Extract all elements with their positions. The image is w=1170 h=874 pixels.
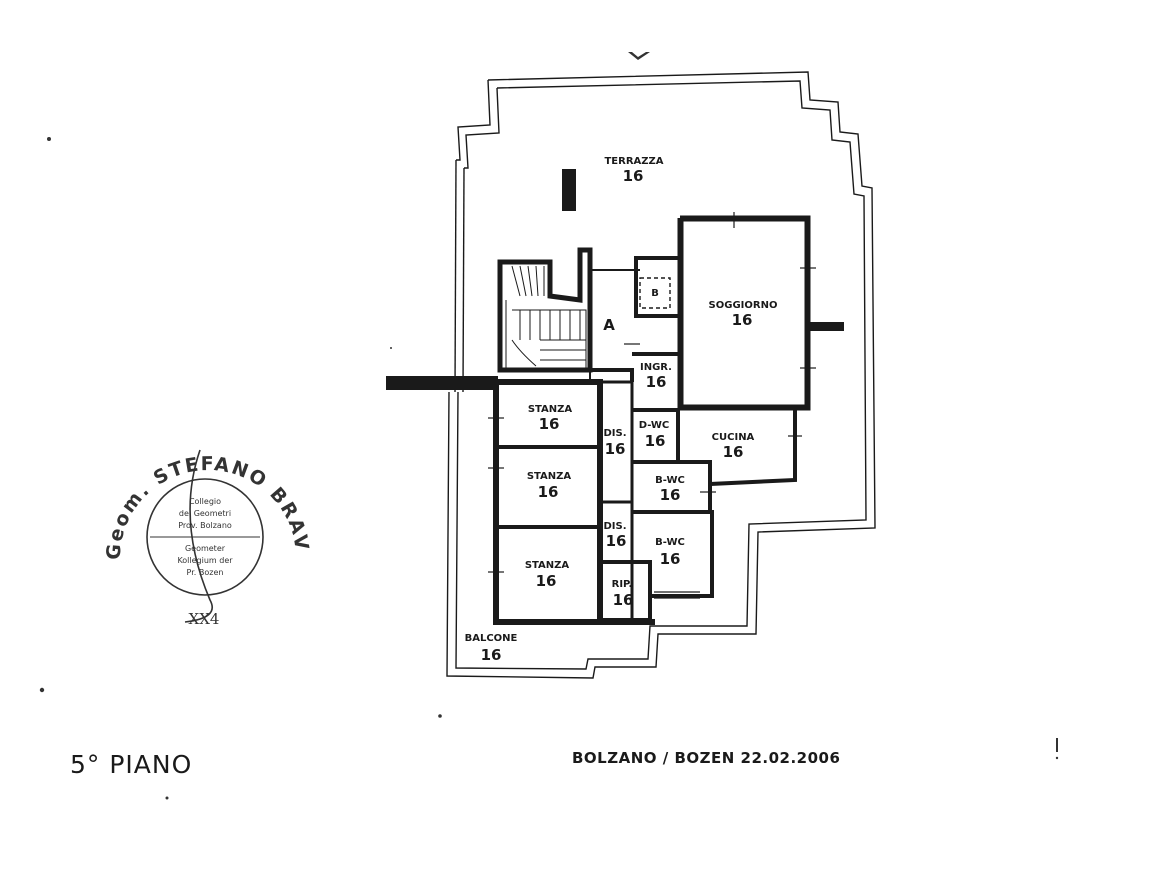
room-label-stanza-3: STANZA — [525, 560, 570, 571]
room-label-cucina: CUCINA — [712, 432, 755, 443]
stamp-number: XX4 — [189, 610, 220, 628]
room-label-balcone: BALCONE — [465, 633, 518, 644]
room-number-d-wc: 16 — [645, 432, 666, 450]
room-label-rip: RIP. — [612, 579, 633, 590]
chimney — [562, 169, 576, 211]
room-label-stanza-2: STANZA — [527, 471, 572, 482]
room-number-balcone: 16 — [481, 646, 502, 664]
room-label-dis-1: DIS. — [603, 428, 626, 439]
stamp-text-de-2: Kollegium der — [177, 556, 233, 565]
scan-specks — [39, 52, 1059, 800]
room-number-stanza-1: 16 — [539, 415, 560, 433]
room-label-soggiorno: SOGGIORNO — [709, 300, 778, 311]
room-number-b-wc-2: 16 — [660, 550, 681, 568]
room-number-ingr: 16 — [646, 373, 667, 391]
room-label-ingr: INGR. — [640, 362, 672, 373]
room-label-terrazza: TERRAZZA — [604, 156, 663, 167]
building-walls — [493, 215, 811, 625]
stamp-text-it-2: dei Geometri — [179, 509, 231, 518]
floor-title: 5° PIANO — [70, 750, 193, 779]
stamp-text-it-3: Prov. Bolzano — [178, 521, 232, 530]
stamp-text-it-1: Collegio — [189, 497, 221, 506]
room-number-stanza-2: 16 — [538, 483, 559, 501]
room-label-stanza-1: STANZA — [528, 404, 573, 415]
room-number-terrazza: 16 — [623, 167, 644, 185]
room-number-b-wc-1: 16 — [660, 486, 681, 504]
room-label-b: B — [651, 288, 659, 299]
room-label-dis-2: DIS. — [603, 521, 626, 532]
room-number-cucina: 16 — [723, 443, 744, 461]
room-number-stanza-3: 16 — [536, 572, 557, 590]
room-label-b-wc-2: B-WC — [655, 537, 685, 548]
openings — [488, 212, 816, 599]
stamp-name: Geom. STEFANO BRAVO — [0, 0, 313, 560]
city-date: BOLZANO / BOZEN 22.02.2006 — [572, 749, 841, 767]
room-number-rip: 16 — [613, 591, 634, 609]
room-number-soggiorno: 16 — [732, 311, 753, 329]
stamp-text-de-3: Pr. Bozen — [187, 568, 224, 577]
surveyor-stamp: Geom. STEFANO BRAVO Collegio dei Geometr… — [0, 0, 313, 628]
balcony-wall-west — [386, 376, 498, 390]
room-number-dis-2: 16 — [606, 532, 627, 550]
room-label-b-wc-1: B-WC — [655, 475, 685, 486]
terrace-outline — [446, 71, 876, 679]
room-label-a: A — [603, 316, 615, 334]
stairs — [505, 263, 587, 369]
room-number-dis-1: 16 — [605, 440, 626, 458]
stamp-text-de-1: Geometer — [185, 544, 226, 553]
room-label-d-wc: D-WC — [639, 420, 670, 431]
room-labels: TERRAZZA 16 SOGGIORNO 16 A B INGR. 16 ST… — [465, 156, 778, 664]
balcony-wall-east — [808, 322, 844, 331]
